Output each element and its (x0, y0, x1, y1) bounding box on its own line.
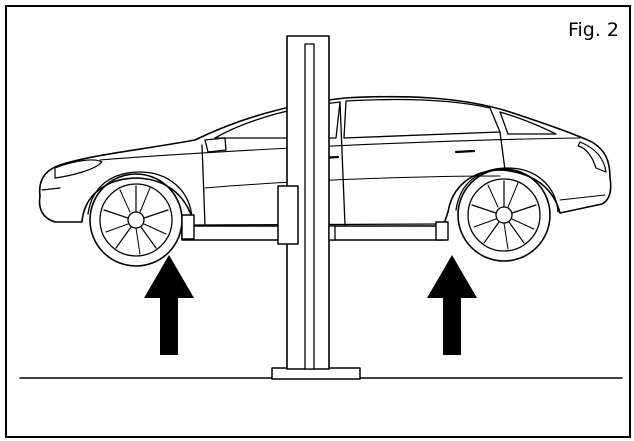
rear-wheel (455, 167, 559, 262)
car-windows (201, 98, 557, 226)
lift-post (271, 35, 361, 380)
front-lift-arrow (144, 255, 194, 355)
lift-arrows (144, 255, 477, 355)
figure-label: Fig. 2 (567, 19, 619, 41)
rear-lift-arrow (427, 255, 477, 355)
